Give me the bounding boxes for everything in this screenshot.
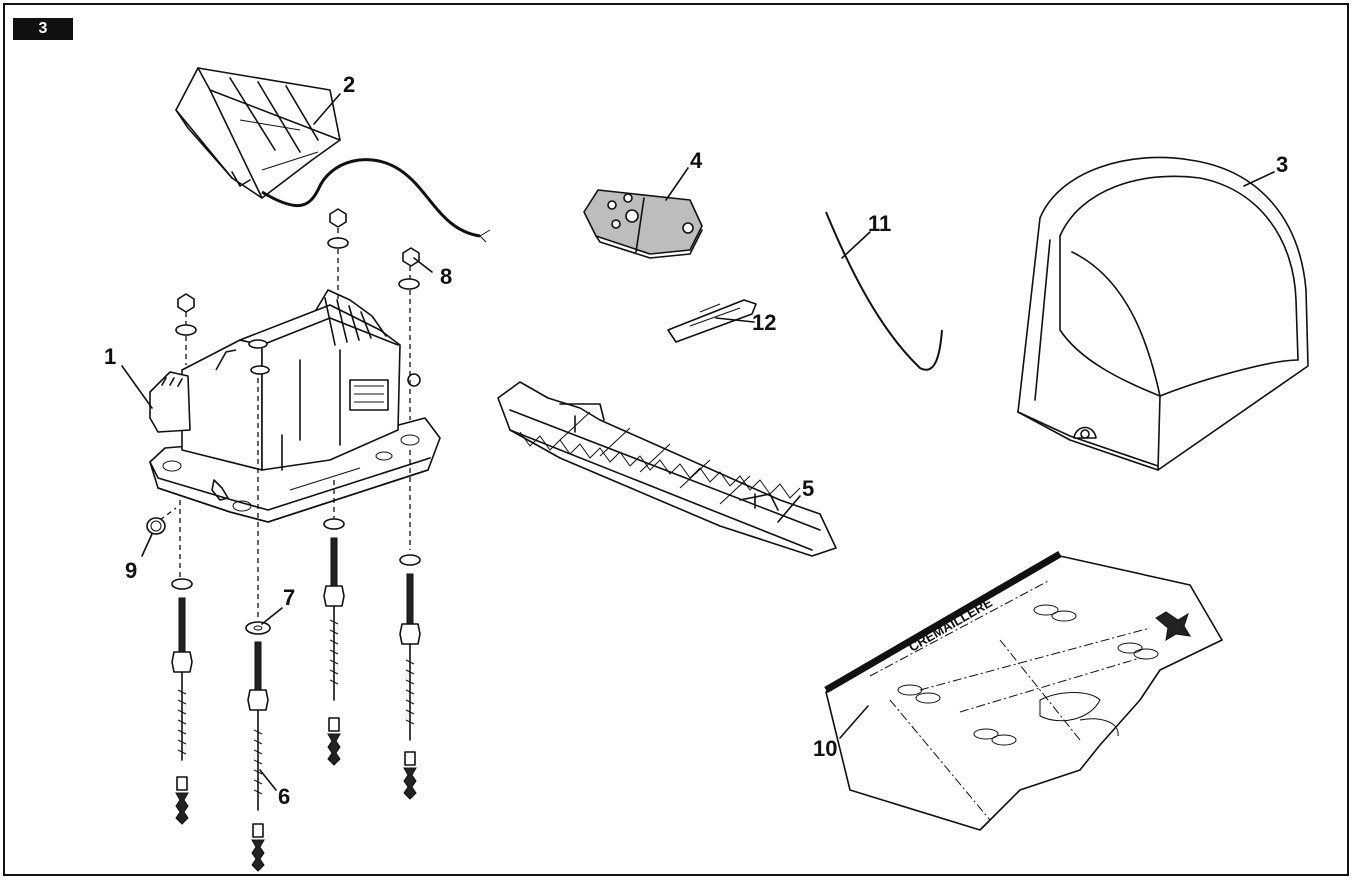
cap-plug (146, 517, 166, 535)
anchor-bolts (171, 518, 421, 872)
motor-cover (1017, 156, 1309, 471)
leader-lines (121, 93, 1275, 791)
callout-11: 11 (868, 211, 892, 236)
nuts-and-washers-top (175, 208, 420, 375)
remote-control (583, 189, 703, 259)
gear-rack (497, 381, 837, 557)
callout-6: 6 (278, 784, 291, 809)
callout-12: 12 (752, 310, 777, 335)
callout-10: 10 (813, 736, 838, 761)
assembly-guide-lines (159, 228, 411, 620)
figure-number-badge: 3 (13, 18, 73, 40)
drilling-template: CREMAILLERE (824, 550, 1223, 831)
callout-2: 2 (343, 72, 356, 97)
callout-7: 7 (283, 585, 296, 610)
motor-base (149, 289, 441, 523)
callout-8: 8 (440, 264, 453, 289)
callout-9: 9 (125, 558, 138, 583)
callout-4: 4 (690, 148, 703, 173)
callout-3: 3 (1276, 152, 1289, 177)
callout-5: 5 (802, 476, 815, 501)
figure-frame (3, 3, 1349, 876)
release-key (667, 299, 757, 343)
callout-1: 1 (104, 344, 117, 369)
control-box (175, 67, 341, 199)
antenna-wire (825, 211, 943, 371)
power-cable (261, 158, 491, 243)
